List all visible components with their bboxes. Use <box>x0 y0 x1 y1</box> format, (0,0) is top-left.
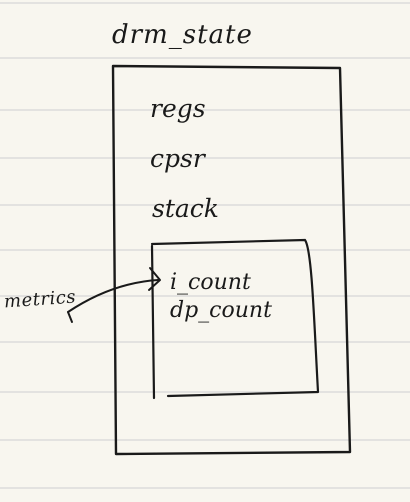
field-cpsr: cpsr <box>150 144 205 173</box>
ruled-lines <box>0 2 410 489</box>
field-stack: stack <box>152 194 219 223</box>
struct-title: drm_state <box>112 20 253 50</box>
metrics-arrow <box>67 279 159 313</box>
arrowhead-icon <box>148 267 161 291</box>
metrics-label: metrics <box>3 286 77 313</box>
outer-struct-box <box>111 64 352 456</box>
field-i-count: i_count <box>170 270 251 295</box>
arrow-tail-hook <box>67 311 73 323</box>
field-regs: regs <box>150 94 206 123</box>
inner-metrics-box <box>150 238 320 400</box>
field-dp-count: dp_count <box>170 298 272 323</box>
